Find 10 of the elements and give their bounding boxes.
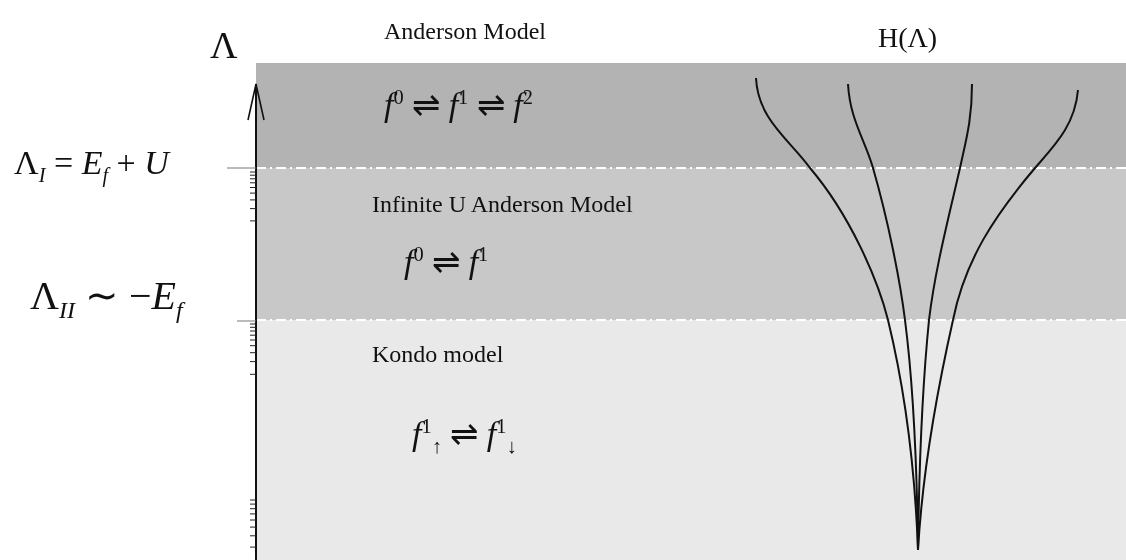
state-transition-formula: f$^{0}$ ⇌ f$^{1}$ [404, 244, 489, 280]
model-name: Infinite U Anderson Model [372, 192, 633, 216]
boundary-label: Λ$_{I}$ = E$_{f}$ + U [14, 146, 169, 186]
energy-band [256, 168, 1126, 320]
axis-label: Λ [210, 26, 238, 64]
model-name: Kondo model [372, 342, 504, 366]
axis-label: H(Λ) [878, 24, 938, 52]
energy-band [256, 320, 1126, 560]
state-transition-formula: f$^{0}$ ⇌ f$^{1}$ ⇌ f$^{2}$ [384, 87, 533, 123]
model-name: Anderson Model [384, 19, 546, 43]
